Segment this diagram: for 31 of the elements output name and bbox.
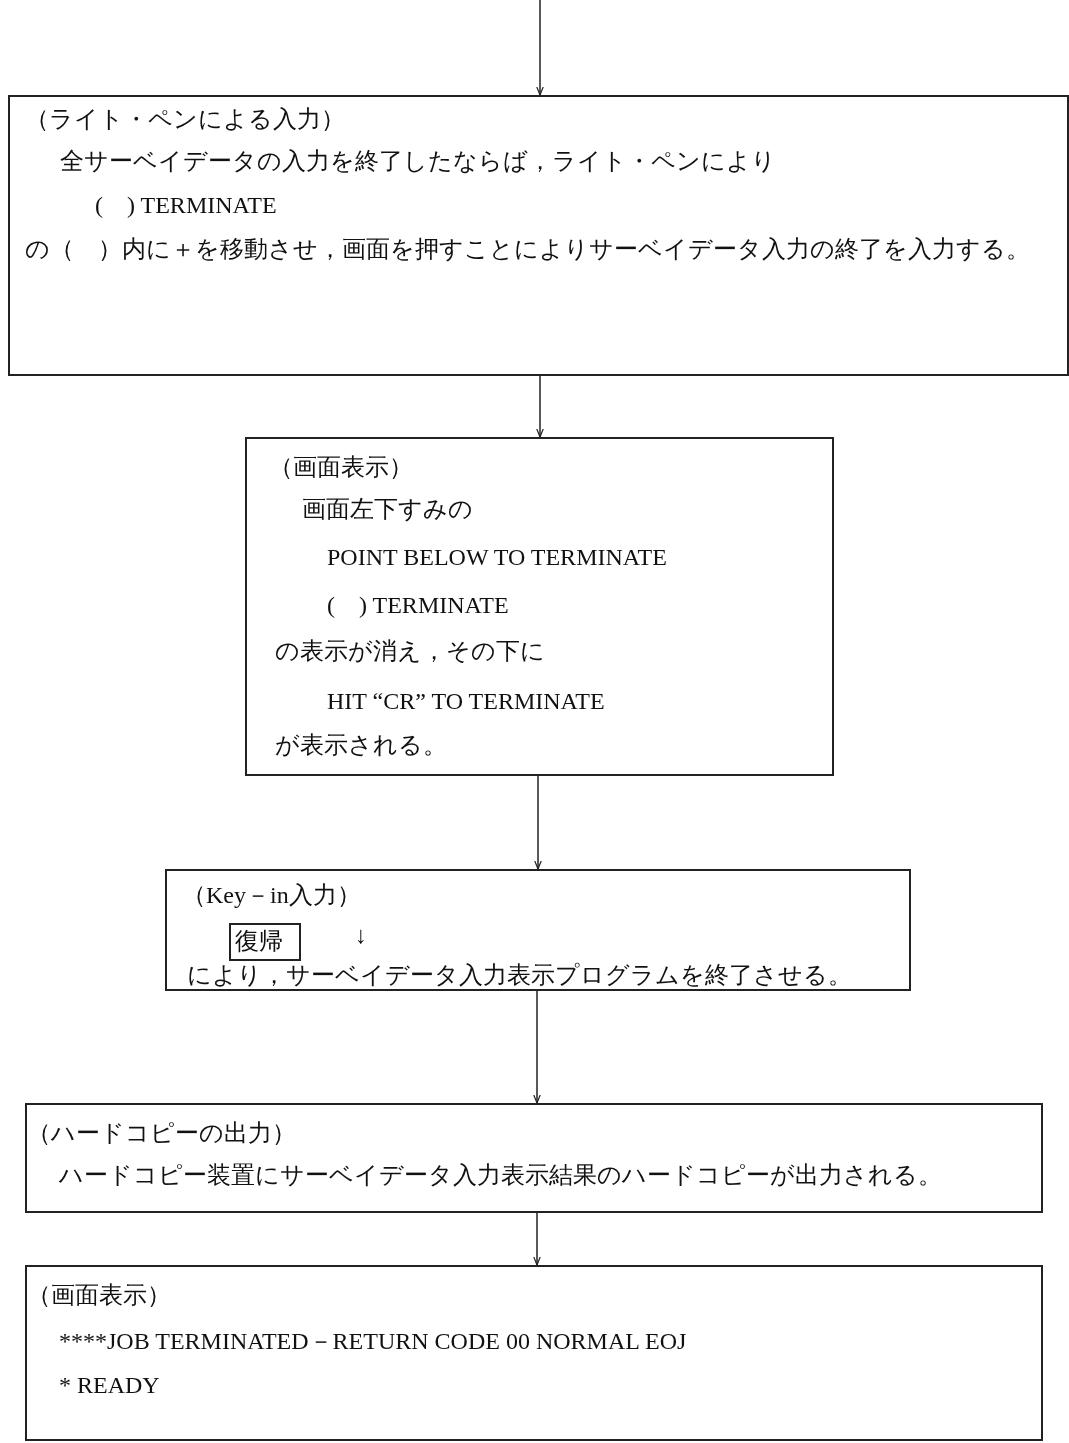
step-text: の（ ）内に＋を移動させ，画面を押すことによりサーベイデータ入力の終了を入力する。	[25, 235, 1031, 264]
process-box	[25, 1265, 1043, 1441]
arrow	[534, 775, 542, 870]
process-box	[165, 869, 911, 991]
step-text: ハードコピー装置にサーベイデータ入力表示結果のハードコピーが出力される。	[59, 1161, 942, 1190]
step-text: HIT “CR” TO TERMINATE	[327, 687, 605, 716]
step-text: により，サーベイデータ入力表示プログラムを終了させる。	[187, 961, 852, 990]
step-text: POINT BELOW TO TERMINATE	[327, 543, 667, 572]
step-text: が表示される。	[275, 731, 447, 760]
step-text: ↓	[355, 921, 367, 950]
arrow	[536, 0, 544, 96]
step-text: ****JOB TERMINATED－RETURN CODE 00 NORMAL EOJ	[59, 1327, 687, 1356]
process-box	[25, 1103, 1043, 1213]
step-heading: （ハードコピーの出力）	[27, 1119, 296, 1148]
step-text: ( ) TERMINATE	[327, 591, 509, 620]
arrow	[533, 1212, 541, 1266]
arrow	[533, 990, 541, 1104]
step-heading: （ライト・ペンによる入力）	[25, 105, 345, 134]
key-label	[229, 923, 301, 961]
step-text: 画面左下すみの	[302, 495, 473, 524]
step-heading: （画面表示）	[269, 453, 413, 482]
process-box	[245, 437, 834, 776]
key-name: 復帰	[235, 927, 283, 956]
step-heading: （Key－in入力）	[182, 881, 361, 910]
arrow	[536, 375, 544, 438]
step-text: * READY	[59, 1371, 160, 1400]
step-text: ( ) TERMINATE	[95, 191, 277, 220]
process-box	[8, 95, 1069, 376]
step-text: 全サーベイデータの入力を終了したならば，ライト・ペンにより	[60, 147, 776, 176]
step-heading: （画面表示）	[27, 1281, 171, 1310]
step-text: の表示が消え，その下に	[275, 637, 545, 666]
